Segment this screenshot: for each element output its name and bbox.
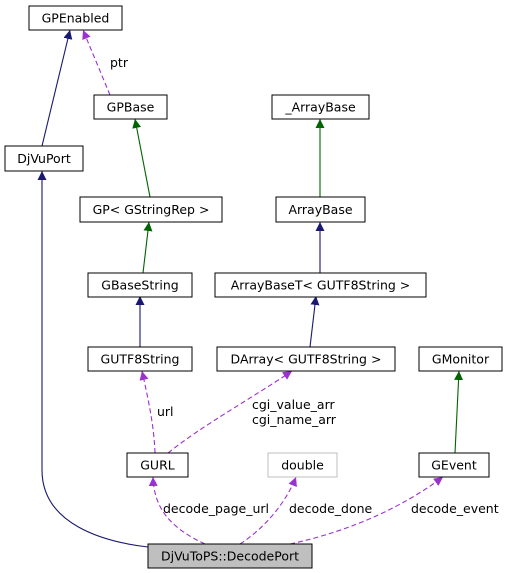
edge-label-cgi-name-arr: cgi_name_arr	[252, 412, 337, 427]
edge-decodeport-to-djvuport	[37, 171, 149, 548]
node-djvuport[interactable]: DjVuPort	[4, 145, 84, 172]
node-gevent[interactable]: GEvent	[418, 452, 490, 478]
edge-label-cgi-value-arr: cgi_value_arr	[252, 397, 336, 412]
node-arraybase-underscore[interactable]: _ArrayBase	[271, 94, 370, 120]
node-double[interactable]: double	[267, 452, 338, 478]
edge-gurl-to-gutf8string	[139, 370, 156, 454]
node-gpenabled[interactable]: GPEnabled	[28, 5, 123, 31]
node-gmonitor[interactable]: GMonitor	[418, 346, 503, 372]
node-gurl[interactable]: GURL	[126, 452, 189, 478]
nodes: GPEnabled GPBase DjVuPort GP< GStringRep…	[4, 5, 503, 569]
node-darray-label: DArray< GUTF8String >	[231, 352, 382, 367]
node-gbasestring-label: GBaseString	[101, 278, 178, 293]
node-gp-gstringrep[interactable]: GP< GStringRep >	[79, 196, 223, 223]
node-djvuport-label: DjVuPort	[17, 151, 71, 166]
node-gpbase-label: GPBase	[107, 100, 155, 115]
node-arraybase-underscore-label: _ArrayBase	[284, 100, 356, 115]
edge-darray-to-arraybaset	[309, 295, 320, 348]
node-gutf8string[interactable]: GUTF8String	[87, 346, 193, 372]
node-gmonitor-label: GMonitor	[432, 352, 490, 367]
node-gpenabled-label: GPEnabled	[42, 11, 110, 26]
edge-label-decode-page-url: decode_page_url	[163, 501, 269, 516]
node-darray[interactable]: DArray< GUTF8String >	[216, 346, 396, 372]
edge-label-decode-event: decode_event	[411, 501, 499, 516]
edge-labels: ptr url cgi_value_arr cgi_name_arr decod…	[110, 55, 499, 516]
node-double-label: double	[281, 458, 324, 473]
edge-gbasestring-to-gp	[142, 221, 153, 274]
node-gp-gstringrep-label: GP< GStringRep >	[93, 202, 210, 217]
edge-gpbase-to-gpenabled	[82, 29, 111, 96]
edge-decodeport-to-double	[239, 476, 297, 545]
node-arraybaset-label: ArrayBaseT< GUTF8String >	[231, 278, 411, 293]
edges	[37, 29, 464, 548]
edge-label-decode-done: decode_done	[289, 501, 373, 516]
node-gpbase[interactable]: GPBase	[93, 94, 168, 120]
edge-gurl-to-darray	[167, 370, 293, 454]
node-gevent-label: GEvent	[431, 458, 477, 473]
edge-decodeport-to-gurl	[148, 476, 206, 545]
node-arraybaset[interactable]: ArrayBaseT< GUTF8String >	[214, 272, 427, 298]
edge-djvuport-to-gpenabled	[41, 29, 73, 147]
node-decodeport-label: DjVuToPS::DecodePort	[161, 549, 299, 564]
node-decodeport[interactable]: DjVuToPS::DecodePort	[147, 543, 313, 569]
edge-label-url: url	[157, 404, 174, 419]
node-arraybase[interactable]: ArrayBase	[275, 196, 366, 223]
node-gutf8string-label: GUTF8String	[101, 352, 180, 367]
node-gurl-label: GURL	[140, 458, 175, 473]
edge-gp-to-gpbase	[132, 118, 151, 198]
node-gbasestring[interactable]: GBaseString	[87, 272, 193, 298]
node-arraybase-label: ArrayBase	[288, 202, 352, 217]
edge-gevent-to-gmonitor	[454, 370, 464, 454]
edge-label-ptr: ptr	[110, 55, 129, 70]
edge-decodeport-to-gevent	[289, 476, 444, 545]
